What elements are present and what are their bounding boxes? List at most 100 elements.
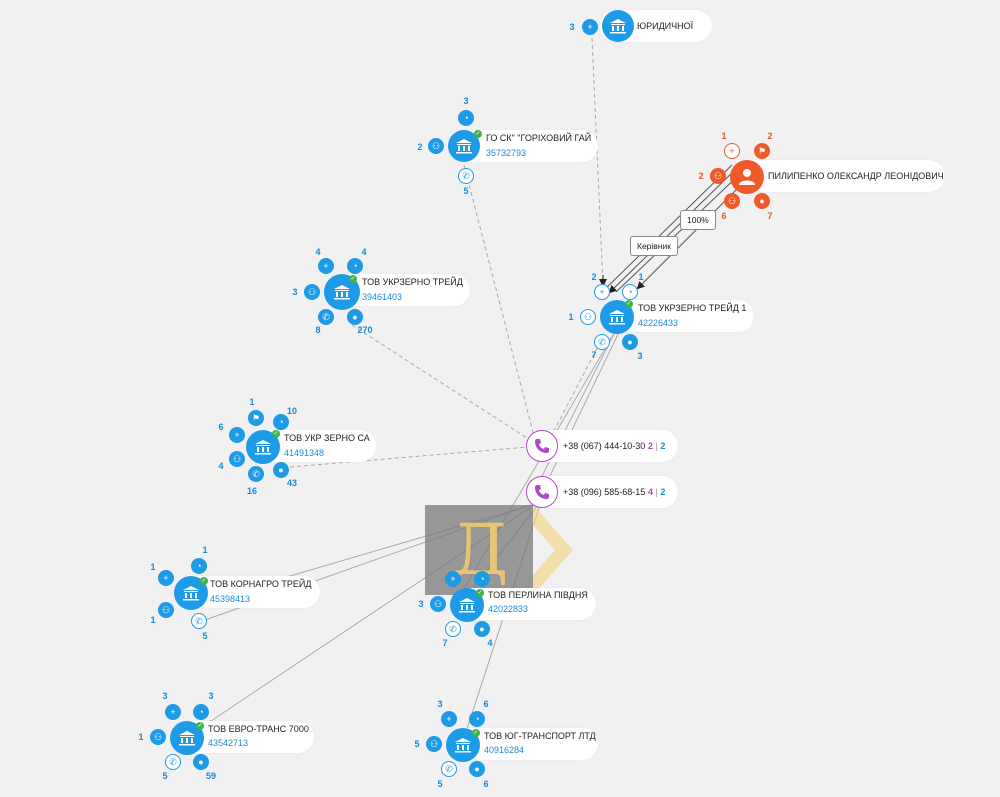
- node-name: ГО СК" "ГОРІХОВИЙ ГАЙ: [486, 133, 592, 143]
- phone-icon[interactable]: ✆: [594, 334, 610, 350]
- pie-chart-icon[interactable]: ◔: [273, 414, 289, 430]
- phone-node[interactable]: [526, 476, 558, 508]
- edge-dashed: [542, 334, 605, 453]
- people-icon[interactable]: ⚇: [428, 138, 444, 154]
- edge-dashed: [351, 324, 531, 441]
- phone-call-icon: [535, 439, 549, 453]
- phone-count-a: 4: [648, 487, 654, 497]
- edge-label-share[interactable]: 100%: [680, 210, 716, 230]
- location-icon[interactable]: ●: [622, 334, 638, 350]
- person-add-icon[interactable]: +: [594, 284, 610, 300]
- company-node[interactable]: [600, 300, 634, 334]
- node-code[interactable]: 41491348: [284, 448, 325, 458]
- satellite-count: 4: [315, 247, 321, 257]
- people-icon[interactable]: ⚇: [150, 729, 166, 745]
- person-add-icon[interactable]: +: [229, 427, 245, 443]
- person-add-icon[interactable]: +: [724, 143, 740, 159]
- node-code[interactable]: 45398413: [210, 594, 251, 604]
- verified-check-icon: ✓: [474, 130, 482, 138]
- satellite-count: 2: [767, 131, 773, 141]
- flag-icon[interactable]: ⚑: [754, 143, 770, 159]
- location-icon[interactable]: ●: [273, 462, 289, 478]
- bank-icon: [609, 310, 625, 325]
- satellite-count: 1: [202, 545, 208, 555]
- people-add-icon[interactable]: ⚇: [724, 193, 740, 209]
- satellite-count: 6: [218, 422, 224, 432]
- pie-chart-icon[interactable]: ◔: [474, 571, 490, 587]
- bank-icon: [456, 139, 472, 154]
- satellite-count: 1: [150, 615, 156, 625]
- location-icon[interactable]: ●: [469, 761, 485, 777]
- person-add-icon[interactable]: +: [158, 570, 174, 586]
- satellite-count: 6: [721, 211, 727, 221]
- verified-check-icon: ✓: [472, 729, 480, 737]
- phone-icon[interactable]: ✆: [318, 309, 334, 325]
- satellite-count: 3: [418, 599, 424, 609]
- satellite-count: 1: [638, 272, 644, 282]
- node-name: ЮРИДИЧНОЇ: [637, 21, 694, 31]
- person-add-icon[interactable]: +: [441, 711, 457, 727]
- location-icon[interactable]: ●: [474, 621, 490, 637]
- edge-solid: [601, 164, 733, 293]
- satellite-count: 43: [286, 478, 297, 488]
- edge-dashed: [463, 164, 536, 441]
- satellite-count: 7: [591, 350, 597, 360]
- satellite-count: 2: [417, 142, 423, 152]
- pie-chart-icon[interactable]: ◔: [458, 110, 474, 126]
- pie-chart-icon[interactable]: ◔: [347, 258, 363, 274]
- satellite-count: 10: [286, 406, 297, 416]
- location-icon[interactable]: ●: [347, 309, 363, 325]
- flag-icon[interactable]: ⚑: [248, 410, 264, 426]
- location-icon[interactable]: ●: [193, 754, 209, 770]
- person-add-icon[interactable]: +: [582, 19, 598, 35]
- people-icon[interactable]: ⚇: [580, 309, 596, 325]
- node-card[interactable]: [735, 160, 945, 192]
- pie-chart-icon[interactable]: ◔: [622, 284, 638, 300]
- people-icon[interactable]: ⚇: [158, 602, 174, 618]
- verified-check-icon: ✓: [200, 577, 208, 585]
- phone-counts: 2 | 2: [648, 441, 665, 451]
- satellite-count: 7: [442, 638, 448, 648]
- node-code[interactable]: 42226433: [638, 318, 679, 328]
- edge-label-role[interactable]: Керівник: [630, 236, 678, 256]
- node-code[interactable]: 35732793: [486, 148, 527, 158]
- pie-chart-icon[interactable]: ◔: [191, 558, 207, 574]
- pie-chart-icon[interactable]: ◔: [193, 704, 209, 720]
- verified-check-icon: ✓: [625, 300, 633, 308]
- phone-icon[interactable]: ✆: [165, 754, 181, 770]
- people-icon[interactable]: ⚇: [710, 168, 726, 184]
- phone-icon[interactable]: ✆: [191, 613, 207, 629]
- node-code[interactable]: 43542713: [208, 738, 249, 748]
- satellite-count: 5: [414, 739, 420, 749]
- location-icon[interactable]: ●: [754, 193, 770, 209]
- phone-icon[interactable]: ✆: [458, 168, 474, 184]
- phone-icon[interactable]: ✆: [445, 621, 461, 637]
- verified-check-icon: ✓: [349, 275, 357, 283]
- person-add-icon[interactable]: +: [165, 704, 181, 720]
- people-icon[interactable]: ⚇: [304, 284, 320, 300]
- person-node[interactable]: [730, 160, 764, 194]
- satellite-count: 4: [487, 638, 493, 648]
- node-name: ПИЛИПЕНКО ОЛЕКСАНДР ЛЕОНІДОВИЧ: [768, 171, 944, 181]
- bank-icon: [179, 731, 195, 746]
- phone-icon[interactable]: ✆: [248, 466, 264, 482]
- people-icon[interactable]: ⚇: [430, 596, 446, 612]
- person-add-icon[interactable]: +: [445, 571, 461, 587]
- node-name: ТОВ УКР ЗЕРНО СА: [284, 433, 370, 443]
- people-icon[interactable]: ⚇: [229, 451, 245, 467]
- pie-chart-icon[interactable]: ◔: [469, 711, 485, 727]
- satellite-count: 1: [568, 312, 574, 322]
- people-icon[interactable]: ⚇: [426, 736, 442, 752]
- node-code[interactable]: 42022833: [488, 604, 529, 614]
- phone-node[interactable]: [526, 430, 558, 462]
- person-add-icon[interactable]: +: [318, 258, 334, 274]
- company-node[interactable]: [602, 10, 634, 42]
- satellite-count: 1: [138, 732, 144, 742]
- phone-icon[interactable]: ✆: [441, 761, 457, 777]
- node-code[interactable]: 39461403: [362, 292, 403, 302]
- satellite-count: 1: [249, 397, 255, 407]
- satellite-count: 7: [767, 211, 773, 221]
- node-code[interactable]: 40916284: [484, 745, 525, 755]
